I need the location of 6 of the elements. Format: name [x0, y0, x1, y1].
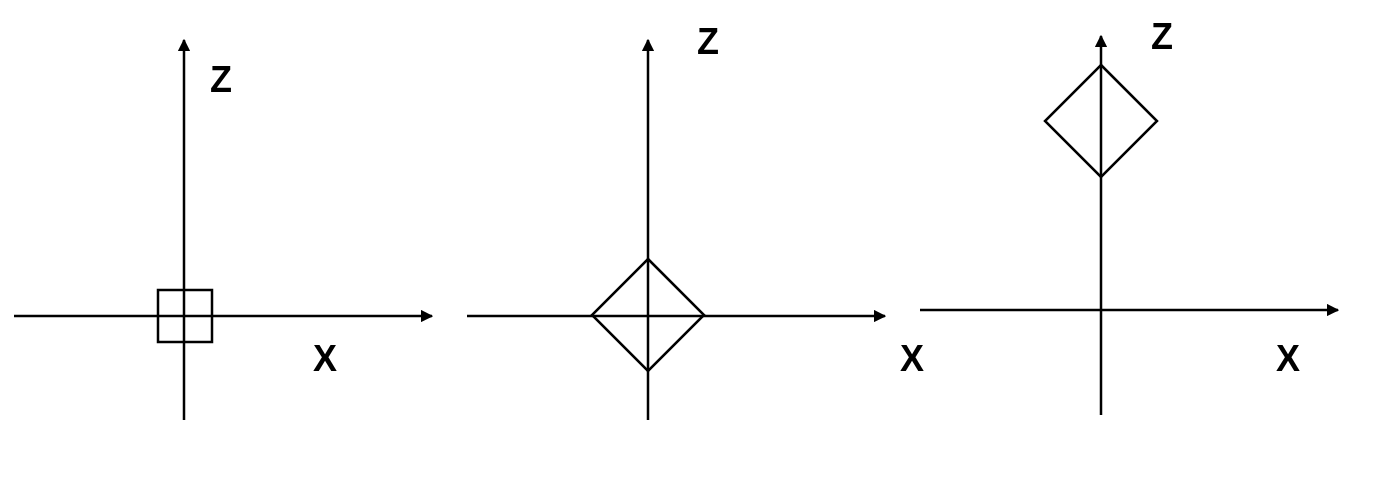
axis-label: X	[313, 341, 337, 377]
axis-label: X	[900, 341, 924, 377]
axis-label: Z	[697, 24, 719, 60]
axis-label: Z	[210, 62, 232, 98]
axis-label: X	[1276, 341, 1300, 377]
axis-label: Z	[1151, 19, 1173, 55]
